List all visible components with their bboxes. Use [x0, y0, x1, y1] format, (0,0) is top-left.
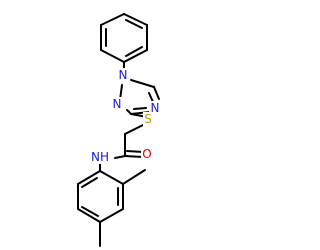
phenyl-ring [100, 13, 148, 63]
bond-c-o-2 [126, 150, 144, 153]
dimethylphenyl-ring [77, 170, 124, 223]
atom-n4-label: N [151, 101, 160, 115]
molecule-drawing: N N N S O NH [77, 13, 161, 247]
atom-o-label: O [142, 147, 151, 161]
atom-n1: N [117, 68, 129, 82]
atom-n1-label: N [119, 68, 128, 82]
atom-nh: NH [87, 150, 113, 164]
atom-n4: N [149, 101, 161, 115]
bond-s-ch2 [124, 123, 146, 135]
structure-diagram: N N N S O NH [77, 13, 161, 247]
atom-o: O [141, 147, 153, 161]
atom-nh-label: NH [91, 150, 109, 164]
atom-s-label: S [144, 112, 152, 126]
atom-n2-label: N [113, 97, 122, 111]
atom-n2: N [111, 97, 123, 111]
bond-ortho-methyl [122, 169, 146, 185]
atom-s: S [143, 112, 154, 126]
bond-c-o-1 [124, 155, 144, 158]
bond-c-n [114, 155, 126, 159]
